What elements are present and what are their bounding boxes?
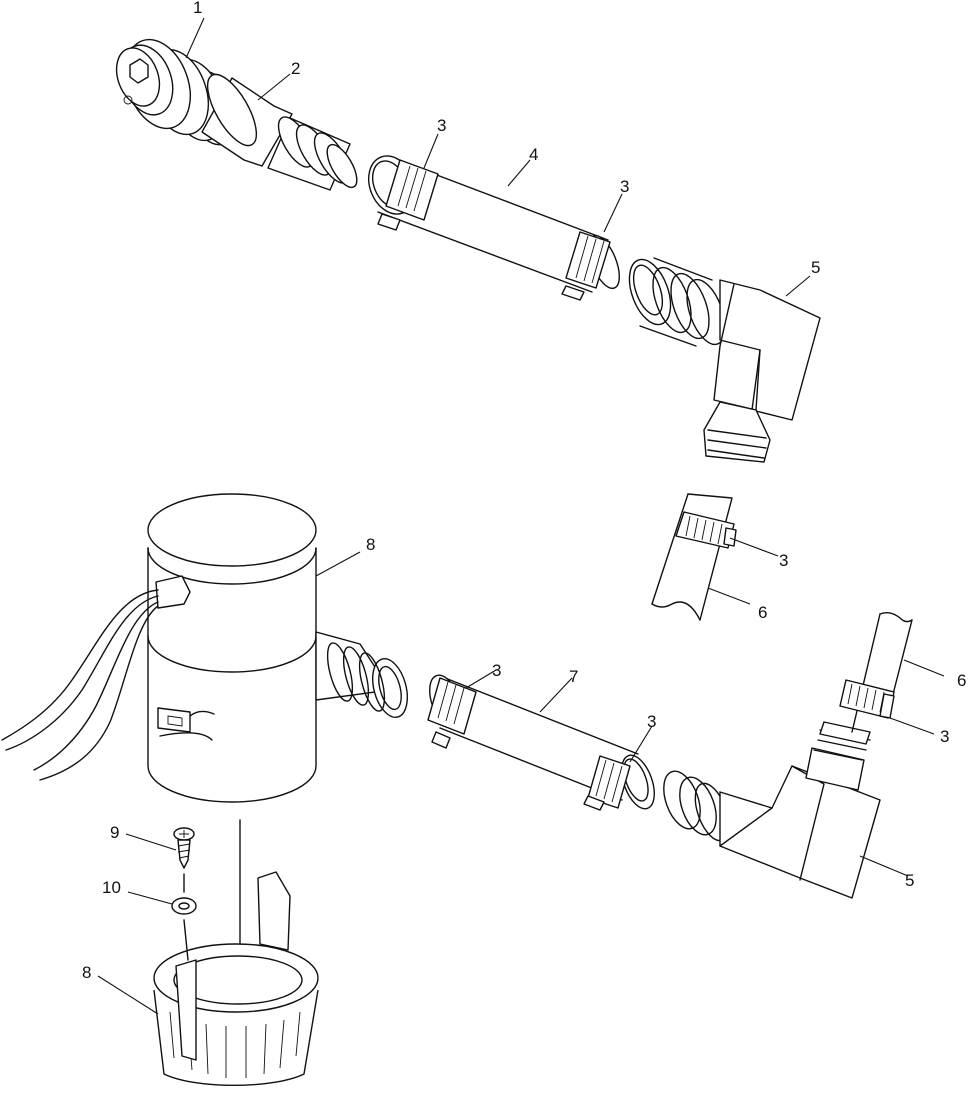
callout-2: 2 [291, 59, 300, 78]
lower-discharge-hose [427, 674, 655, 811]
callout-6: 6 [957, 671, 966, 690]
callout-4: 4 [529, 145, 538, 164]
callout-10: 10 [102, 878, 121, 897]
callout-5: 5 [905, 871, 914, 890]
lower-elbow-fitting [663, 721, 881, 899]
callout-8: 8 [366, 535, 375, 554]
vertical-hose-segment-b [839, 611, 913, 733]
pump-strainer-base [153, 871, 319, 1087]
upper-discharge-hose [368, 155, 620, 301]
callout-7: 7 [569, 667, 578, 686]
callout-3: 3 [620, 177, 629, 196]
callout-3: 3 [437, 116, 446, 135]
callout-1: 1 [193, 0, 202, 17]
callout-6: 6 [758, 603, 767, 622]
callout-labels: 1 2 3 4 3 5 8 3 6 3 7 6 3 3 5 9 10 8 [82, 0, 966, 982]
callout-3: 3 [779, 551, 788, 570]
callout-3: 3 [940, 727, 949, 746]
mounting-washer [171, 897, 197, 915]
callout-3: 3 [647, 712, 656, 731]
callout-9: 9 [110, 823, 119, 842]
vertical-hose-segment-a [651, 493, 737, 621]
callout-8: 8 [82, 963, 91, 982]
upper-elbow-fitting [628, 257, 821, 463]
callout-3: 3 [492, 661, 501, 680]
mounting-screw [173, 827, 195, 893]
bilge-pump-motor [1, 493, 408, 1001]
hose-adapter-fitting [201, 73, 358, 191]
leader-lines [97, 17, 945, 1015]
callout-5: 5 [811, 258, 820, 277]
